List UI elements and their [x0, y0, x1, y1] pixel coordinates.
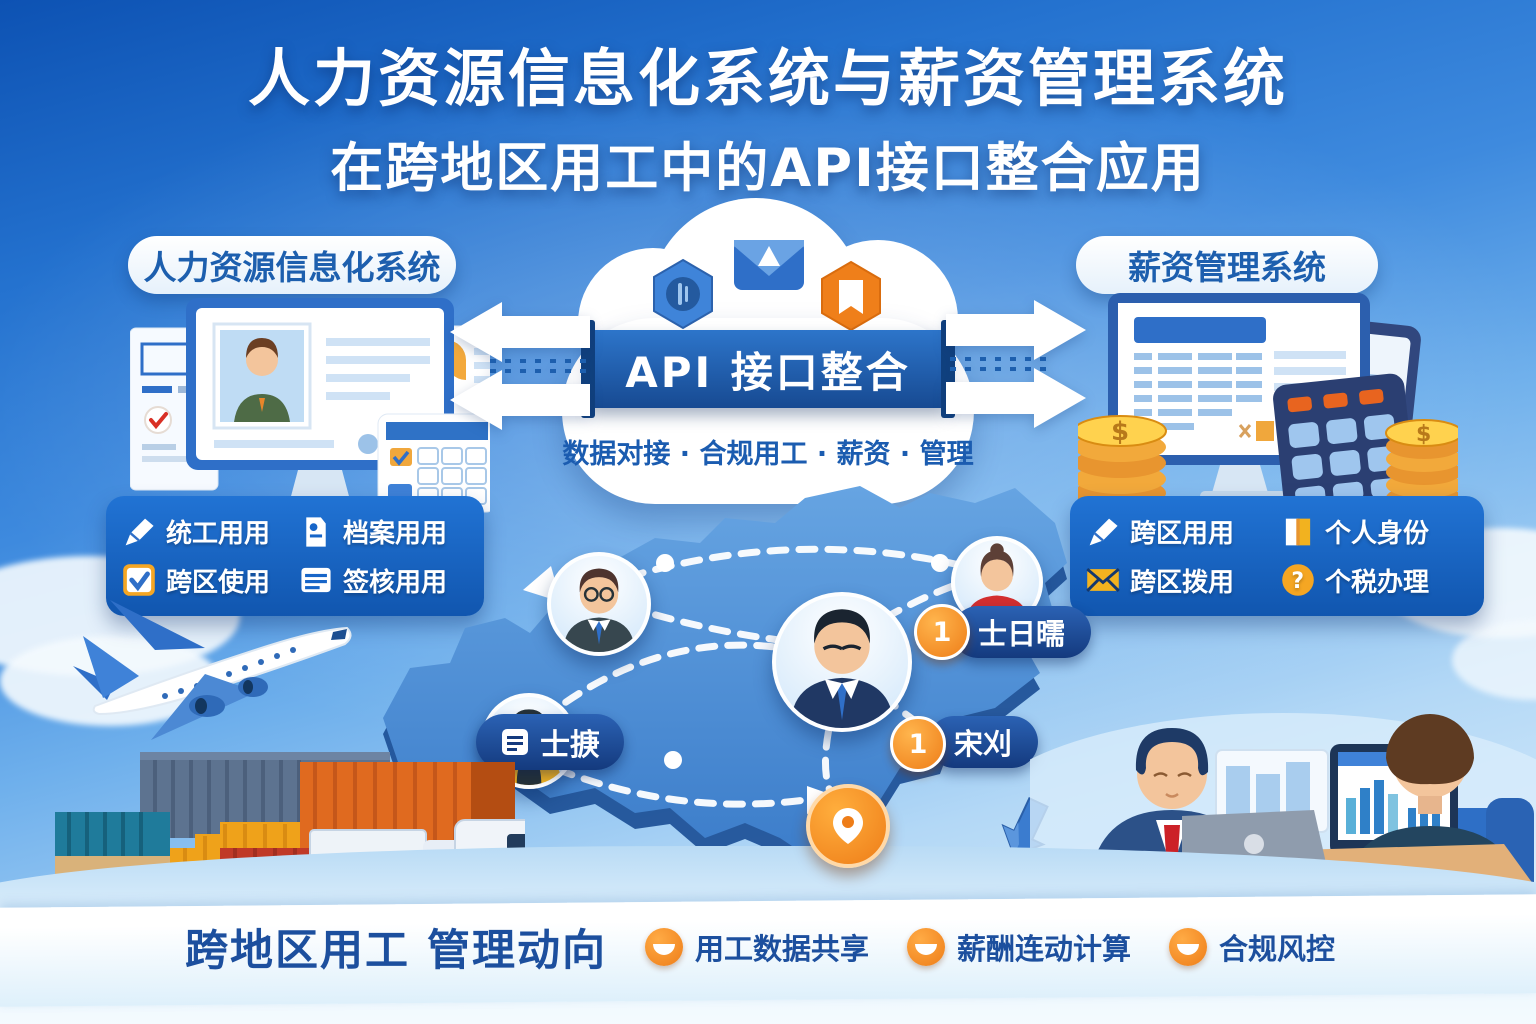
map-badge-city-west: 士掶 — [476, 714, 624, 770]
map-badge-label: 士掶 — [540, 728, 600, 763]
pen-icon — [1089, 518, 1118, 546]
check-icon — [392, 450, 410, 466]
mail-icon — [1086, 568, 1120, 593]
database-hexagon-icon — [653, 258, 713, 330]
footer-bullet-3: 合规风控 — [1169, 926, 1335, 968]
flag-icon — [502, 729, 528, 755]
location-pin-icon — [806, 784, 890, 868]
payroll-monitor-illustration: $ $ — [1078, 293, 1458, 511]
table-rows — [1134, 353, 1262, 430]
api-caption: 数据对接 · 合规用工 · 薪资 · 管理 — [562, 439, 974, 470]
hr-feature-file: 档案用用 — [299, 513, 468, 550]
feature-label: 档案用用 — [343, 519, 448, 550]
hr-feature-check: 跨区使用 — [122, 562, 291, 599]
right-transfer-arrows-icon — [946, 300, 1086, 428]
document-hexagon-icon — [821, 260, 881, 332]
payroll-system-label-pill: 薪资管理系统 — [1076, 236, 1378, 294]
table-header-bar — [1134, 317, 1266, 343]
feature-label: 跨区用用 — [1130, 519, 1235, 550]
payroll-feature-dispatch: 跨区拨用 — [1086, 562, 1273, 599]
title-line-1: 人力资源信息化系统与薪资管理系统 — [247, 42, 1288, 115]
feature-label: 跨区使用 — [166, 567, 271, 598]
book-icon — [1285, 518, 1311, 546]
hr-feature-calendar: 签核用用 — [299, 562, 468, 599]
api-banner-label: API 接口整合 — [625, 347, 911, 397]
avatar-manager-north — [547, 552, 651, 656]
checkbox-icon — [123, 564, 155, 596]
feature-label: 签核用用 — [343, 567, 448, 598]
footer-bullet-label: 用工数据共享 — [694, 932, 869, 966]
payroll-feature-region: 跨区用用 — [1086, 513, 1273, 550]
footer-bullet-2: 薪酬连动计算 — [907, 926, 1131, 968]
left-transfer-arrows-icon — [450, 302, 590, 430]
red-check-icon — [149, 412, 168, 430]
airplane-illustration — [73, 600, 352, 740]
svg-text:$: $ — [1111, 417, 1129, 447]
coin-stack-icon: $ $ — [1078, 415, 1458, 511]
svg-text:?: ? — [1291, 569, 1304, 594]
mail-envelope-icon — [734, 240, 804, 290]
hr-system-label-pill: 人力资源信息化系统 — [128, 236, 456, 294]
map-number-badge: 1 — [914, 604, 970, 660]
payroll-feature-panel: 跨区用用 个人身份 跨区拨用 ? 个税办理 — [1070, 496, 1484, 616]
file-icon — [306, 517, 326, 547]
feature-label: 跨区拨用 — [1130, 567, 1235, 598]
feature-label: 统工用用 — [166, 519, 271, 550]
map-badge-city-northeast: 士日曘 — [952, 606, 1092, 658]
page-title: 人力资源信息化系统与薪资管理系统 在跨地区用工中的API接口整合应用 — [0, 28, 1536, 202]
footer-bullet-label: 合规风控 — [1219, 932, 1336, 966]
footer-row: 跨地区用工 管理动向 用工数据共享 薪酬连动计算 合规风控 — [185, 916, 1335, 978]
map-badge-label: 宋刈 — [954, 727, 1013, 761]
footer-bullet-1: 用工数据共享 — [644, 926, 869, 968]
footer-heading: 跨地区用工 管理动向 — [185, 926, 607, 976]
footer-bullet-label: 薪酬连动计算 — [957, 932, 1132, 966]
payroll-feature-tax: ? 个税办理 — [1281, 562, 1468, 599]
svg-text:$: $ — [1416, 422, 1431, 447]
payroll-feature-identity: 个人身份 — [1281, 513, 1468, 550]
route-nodes — [656, 554, 949, 769]
title-line-2: 在跨地区用工中的API接口整合应用 — [330, 138, 1206, 199]
feature-label: 个人身份 — [1325, 519, 1430, 550]
calendar-icon — [301, 568, 331, 593]
avatar-manager-center — [772, 592, 912, 732]
payroll-system-label: 薪资管理系统 — [1128, 248, 1326, 287]
feature-label: 个税办理 — [1325, 567, 1430, 598]
api-banner: API 接口整合 — [581, 320, 955, 418]
pen-icon — [125, 518, 154, 546]
question-icon: ? — [1282, 564, 1314, 596]
map-badge-city-southeast: 宋刈 — [928, 716, 1039, 768]
smiley-icon — [907, 928, 945, 966]
map-badge-label: 士日曘 — [978, 617, 1066, 651]
map-number-badge: 1 — [890, 716, 946, 772]
hr-feature-employee: 统工用用 — [122, 513, 291, 550]
hr-system-label: 人力资源信息化系统 — [143, 248, 441, 287]
hr-feature-panel: 统工用用 档案用用 跨区使用 签核用用 — [106, 496, 484, 616]
smiley-icon — [1169, 928, 1208, 966]
smiley-icon — [644, 928, 683, 966]
